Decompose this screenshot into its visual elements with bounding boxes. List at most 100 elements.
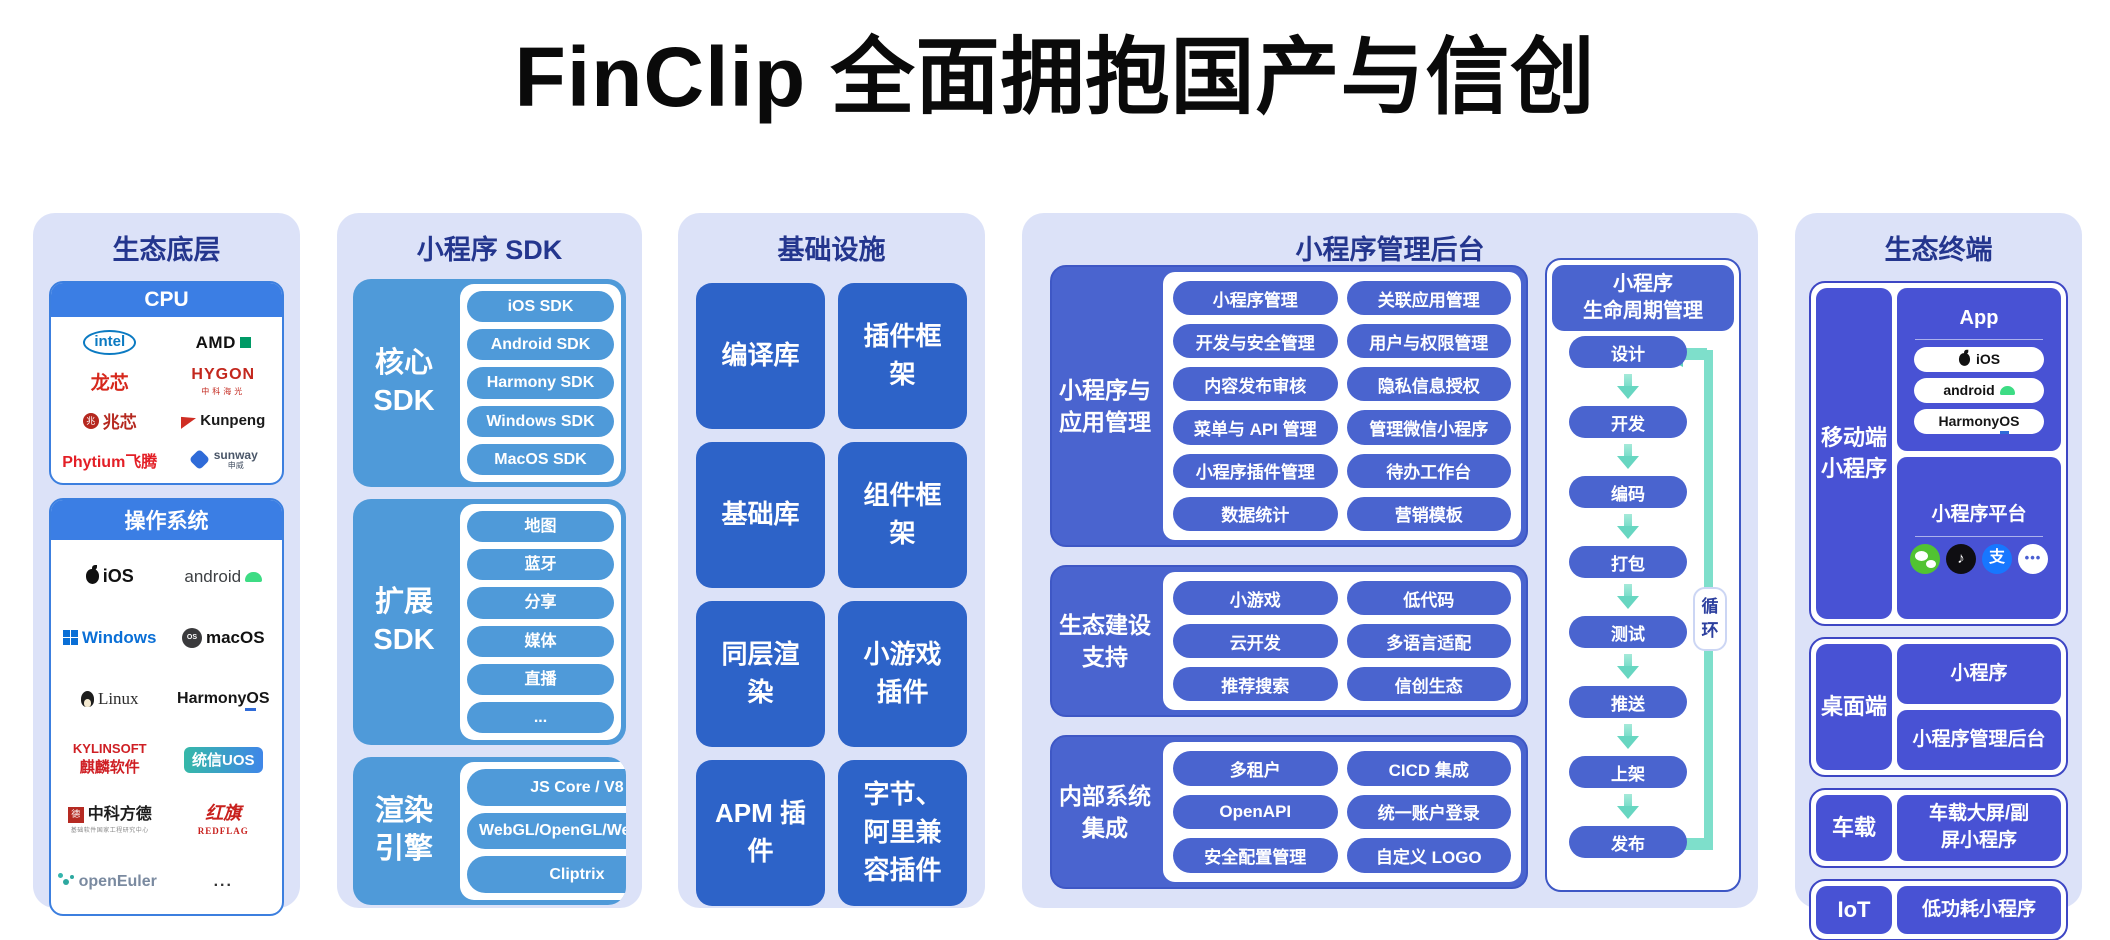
sdk-pill: 直播	[467, 663, 614, 695]
admin-pill: 数据统计	[1173, 496, 1338, 531]
admin-pill: 安全配置管理	[1173, 838, 1338, 873]
sdk-pill: MacOS SDK	[467, 443, 614, 476]
wechat-icon	[1910, 543, 1940, 574]
down-arrow-icon	[1617, 444, 1639, 470]
infra-tile: 小游戏插件	[838, 601, 967, 747]
down-arrow-icon	[1617, 794, 1639, 820]
terminal-item: 低功耗小程序	[1897, 886, 2061, 934]
lifecycle-step: 开发	[1563, 406, 1693, 476]
admin-pill: 内容发布审核	[1173, 367, 1338, 402]
admin-pill: 统一账户登录	[1346, 794, 1511, 830]
admin-pill: CICD 集成	[1346, 751, 1511, 786]
admin-pill: 信创生态	[1346, 667, 1511, 701]
app-box-title: App	[1959, 307, 1999, 330]
admin-pill: 云开发	[1173, 624, 1338, 658]
sdk-pill: Cliptrix	[467, 856, 626, 894]
sdk-pill: JS Core / V8	[467, 769, 626, 806]
apple-icon	[1958, 349, 1970, 367]
down-arrow-icon	[1617, 724, 1639, 750]
harmonyos-logo: HarmonyOS	[177, 689, 270, 711]
amd-logo: AMD	[196, 333, 251, 353]
down-arrow-icon	[1617, 514, 1639, 540]
uos-logo: 统信UOS	[183, 746, 263, 773]
admin-pill: 小游戏	[1173, 581, 1338, 615]
terminal-item: 车载大屏/副屏小程序	[1897, 795, 2061, 861]
terminal-section-mobile: 移动端小程序 App iOS android HarmonyOS 小程序平台	[1809, 281, 2068, 626]
panel-infra-title: 基础设施	[777, 235, 886, 265]
app-box: App iOS android HarmonyOS	[1897, 288, 2061, 451]
sdk-pill: 媒体	[467, 625, 614, 657]
lifecycle-step-pill: 打包	[1569, 546, 1687, 578]
lifecycle-step: 发布	[1563, 826, 1693, 860]
app-pill-harmonyos: HarmonyOS	[1914, 409, 2044, 435]
lifecycle-step-pill: 设计	[1569, 336, 1687, 368]
openeuler-logo: openEuler	[57, 872, 157, 891]
loongson-logo: 龙芯	[90, 373, 129, 394]
sdk-pill: Windows SDK	[467, 405, 614, 437]
admin-pill: 多语言适配	[1346, 624, 1511, 658]
sdk-extend-label: 扩展 SDK	[373, 586, 435, 656]
sdk-core-label: 核心 SDK	[373, 347, 435, 417]
sdk-pill: ...	[467, 701, 614, 734]
infra-tile: 插件框架	[838, 283, 967, 429]
loop-label-badge: 循环	[1693, 587, 1727, 651]
admin-section-label: 内部系统集成	[1059, 782, 1151, 841]
sunway-diamond-icon	[188, 448, 210, 471]
amd-mark-icon	[239, 337, 251, 348]
cpu-box-header: CPU	[51, 283, 282, 317]
ios-logo: iOS	[85, 565, 134, 587]
panel-sdk-title: 小程序 SDK	[416, 235, 563, 265]
admin-pill: 小程序管理	[1173, 281, 1338, 316]
terminal-item: 小程序管理后台	[1897, 710, 2061, 770]
admin-pill: 管理微信小程序	[1346, 410, 1511, 445]
zhaoxin-logo: 兆兆芯	[82, 408, 137, 433]
openeuler-dots-icon	[57, 872, 74, 885]
admin-pill: 推荐搜索	[1173, 667, 1338, 701]
apple-icon	[85, 565, 99, 584]
admin-pill: 多租户	[1173, 751, 1338, 786]
infra-tile: APM 插件	[696, 760, 825, 906]
sdk-pill: WebGL/OpenGL/WebGPU	[467, 812, 626, 850]
lifecycle-step: 推送	[1563, 686, 1693, 756]
linux-penguin-icon	[80, 690, 94, 707]
sdk-pill: 分享	[467, 587, 614, 619]
infra-tile: 基础库	[696, 442, 825, 588]
lifecycle-box: 小程序 生命周期管理 设计 开发	[1545, 258, 1741, 892]
admin-pill: 待办工作台	[1346, 453, 1511, 488]
terminal-desktop-label: 桌面端	[1816, 644, 1892, 770]
terminal-section-iot: IoT 低功耗小程序	[1809, 879, 2068, 940]
fangde-logo: 德中科方德基础软件国家工程研究中心	[67, 806, 152, 834]
linux-logo: Linux	[80, 689, 139, 709]
intel-logo: intel	[83, 330, 137, 355]
sdk-section-extend: 扩展 SDK 地图蓝牙分享媒体直播...	[353, 499, 626, 745]
lifecycle-step-pill: 推送	[1569, 686, 1687, 718]
lifecycle-step: 设计	[1563, 336, 1693, 406]
lifecycle-step: 测试	[1563, 616, 1693, 686]
sdk-pill: iOS SDK	[467, 291, 614, 323]
down-arrow-icon	[1617, 584, 1639, 610]
admin-pill: OpenAPI	[1173, 794, 1338, 830]
windows-icon	[63, 630, 79, 645]
terminal-item: 小程序	[1897, 644, 2061, 704]
admin-pill: 用户与权限管理	[1346, 324, 1511, 359]
panel-admin: 小程序管理后台 小程序与应用管理 小程序管理关联应用管理开发与安全管理用户与权限…	[1022, 213, 1758, 908]
lifecycle-step: 上架	[1563, 756, 1693, 826]
kunpeng-logo: Kunpeng	[181, 412, 265, 429]
infra-tile: 字节、阿里兼容插件	[838, 760, 967, 906]
admin-section-eco-support: 生态建设支持 小游戏低代码云开发多语言适配推荐搜索信创生态	[1050, 565, 1528, 717]
sdk-render-label: 渲染引擎	[374, 795, 433, 865]
app-pill-ios: iOS	[1914, 347, 2044, 373]
terminal-iot-label: IoT	[1816, 886, 1892, 934]
terminal-car-label: 车载	[1816, 795, 1892, 861]
terminal-mobile-label: 移动端小程序	[1816, 288, 1892, 619]
